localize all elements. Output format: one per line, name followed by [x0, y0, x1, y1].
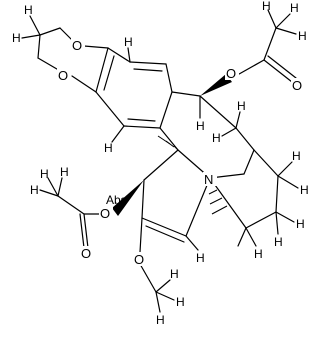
- h-acetyl-b: H: [298, 29, 307, 43]
- h-dioxole-bottom: H: [12, 31, 21, 45]
- h-ring-lower-right: H: [296, 217, 305, 231]
- h-methyl-a: H: [170, 267, 179, 281]
- atom-o-dioxole-bottom: O: [58, 68, 68, 83]
- h-acetyl2-a: H: [30, 183, 39, 197]
- stereo-bonds: [112, 74, 232, 216]
- abs-stereo-flag: Abs: [106, 193, 127, 207]
- h-ring-right-top: H: [292, 149, 301, 163]
- h-ring-lower-left: H: [274, 235, 283, 249]
- atom-o-dioxole-top: O: [72, 38, 82, 53]
- atom-o-acetate-left-carbonyl: O: [81, 246, 91, 261]
- h-ch2-right: H: [237, 99, 246, 113]
- wedge-bond-c1-o: [112, 180, 144, 216]
- h-dioxole-top: H: [24, 3, 33, 17]
- atom-o-acetate-left-ester: O: [100, 206, 110, 221]
- h-aromatic-bottom: H: [104, 141, 113, 155]
- h-acetyl2-b: H: [40, 167, 49, 181]
- atom-labels: O O O O N O O O Abs: [57, 38, 305, 267]
- h-methyl-c: H: [156, 313, 165, 327]
- h-acetyl-c: H: [262, 0, 271, 13]
- atom-o-acetate-top-ester: O: [226, 66, 236, 81]
- atom-o-acetate-top-carbonyl: O: [292, 78, 302, 93]
- atom-o-methoxy: O: [134, 252, 144, 267]
- h-ring-mid: H: [254, 247, 263, 261]
- h-ch2-left: H: [212, 131, 221, 145]
- hydrogen-labels: H H H H H H H H H H H H H H H H H H H H …: [12, 0, 309, 327]
- h-ring-right-bottom: H: [300, 183, 309, 197]
- bond-skeleton: [37, 27, 297, 293]
- h-acetyl-a: H: [290, 1, 299, 15]
- h-methyl-b: H: [176, 295, 185, 309]
- atom-n-amine: N: [204, 172, 213, 187]
- h-aromatic-top: H: [124, 35, 133, 49]
- hashed-bond-fusion-h: [157, 135, 179, 151]
- h-acetyl2-c: H: [60, 165, 69, 179]
- h-c7: H: [196, 119, 205, 133]
- h-bridge: H: [196, 251, 205, 265]
- wedge-bond-c7-o: [200, 74, 232, 96]
- hydrogen-stubs: [21, 9, 299, 313]
